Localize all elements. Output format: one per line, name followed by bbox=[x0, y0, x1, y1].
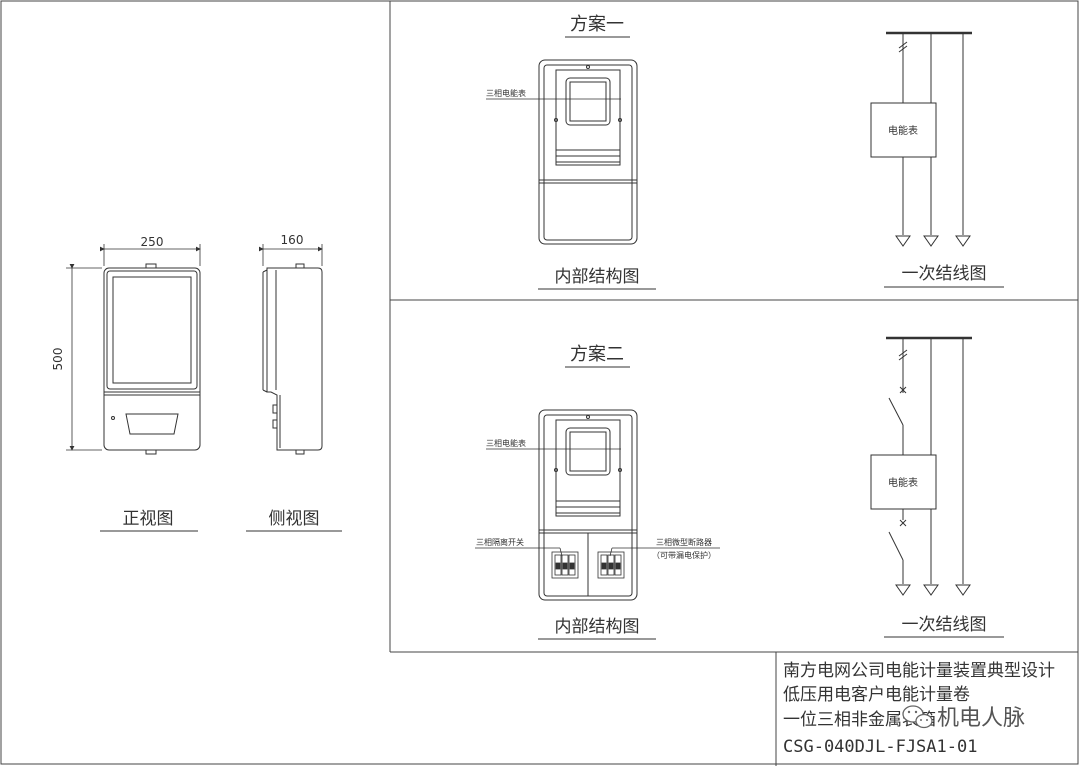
watermark: 机电人脉 bbox=[902, 705, 1025, 731]
scheme1-wiring-title: 一次结线图 bbox=[902, 264, 987, 284]
scheme2-meter-box-label: 电能表 bbox=[888, 476, 918, 489]
front-dimensions bbox=[66, 244, 201, 451]
wechat-icon bbox=[902, 705, 933, 729]
front-view-title: 正视图 bbox=[123, 509, 174, 529]
dim-depth-label: 160 bbox=[281, 233, 304, 247]
scheme1-internal-box bbox=[538, 59, 638, 245]
scheme2-circuit-breaker bbox=[597, 551, 625, 579]
dim-width-label: 250 bbox=[141, 235, 164, 249]
scheme2-title: 方案二 bbox=[570, 344, 624, 365]
scheme1-meter-box-label: 电能表 bbox=[888, 124, 918, 137]
title-block-line2: 低压用电客户电能计量卷 bbox=[783, 685, 970, 705]
scheme2-switch-right-callout-1: 三相微型断路器 bbox=[656, 537, 712, 547]
scheme1-wiring bbox=[870, 31, 972, 247]
scheme2-internal-box bbox=[538, 409, 638, 601]
scheme1-meter-callout: 三相电能表 bbox=[486, 88, 526, 98]
side-dimensions bbox=[259, 244, 323, 266]
dim-height-label: 500 bbox=[51, 348, 65, 371]
title-block-line3: 一位三相非金属表箱 bbox=[783, 710, 936, 730]
scheme2-switch-right-callout-leader bbox=[609, 547, 613, 557]
front-view bbox=[103, 263, 201, 455]
title-block-line4: CSG-040DJL-FJSA1-01 bbox=[783, 737, 977, 757]
scheme2-wiring-title: 一次结线图 bbox=[902, 615, 987, 635]
scheme2-meter-callout: 三相电能表 bbox=[486, 438, 526, 448]
scheme2-switch-left-callout: 三相隔离开关 bbox=[476, 537, 524, 547]
side-view bbox=[262, 263, 323, 455]
scheme2-switch-left-callout-leader bbox=[559, 547, 563, 557]
title-block: 南方电网公司电能计量装置典型设计 低压用电客户电能计量卷 一位三相非金属表箱 C… bbox=[783, 661, 1055, 757]
scheme1-title: 方案一 bbox=[570, 14, 624, 35]
side-view-title: 侧视图 bbox=[269, 509, 320, 529]
scheme2-wiring bbox=[870, 336, 972, 596]
scheme2-isolating-switch bbox=[551, 551, 579, 579]
scheme2-switch-right-callout-2: （可带漏电保护） bbox=[652, 550, 716, 560]
watermark-text: 机电人脉 bbox=[937, 706, 1025, 731]
title-block-line1: 南方电网公司电能计量装置典型设计 bbox=[783, 661, 1055, 681]
scheme1-internal-title: 内部结构图 bbox=[555, 267, 640, 287]
scheme2-internal-title: 内部结构图 bbox=[555, 617, 640, 637]
